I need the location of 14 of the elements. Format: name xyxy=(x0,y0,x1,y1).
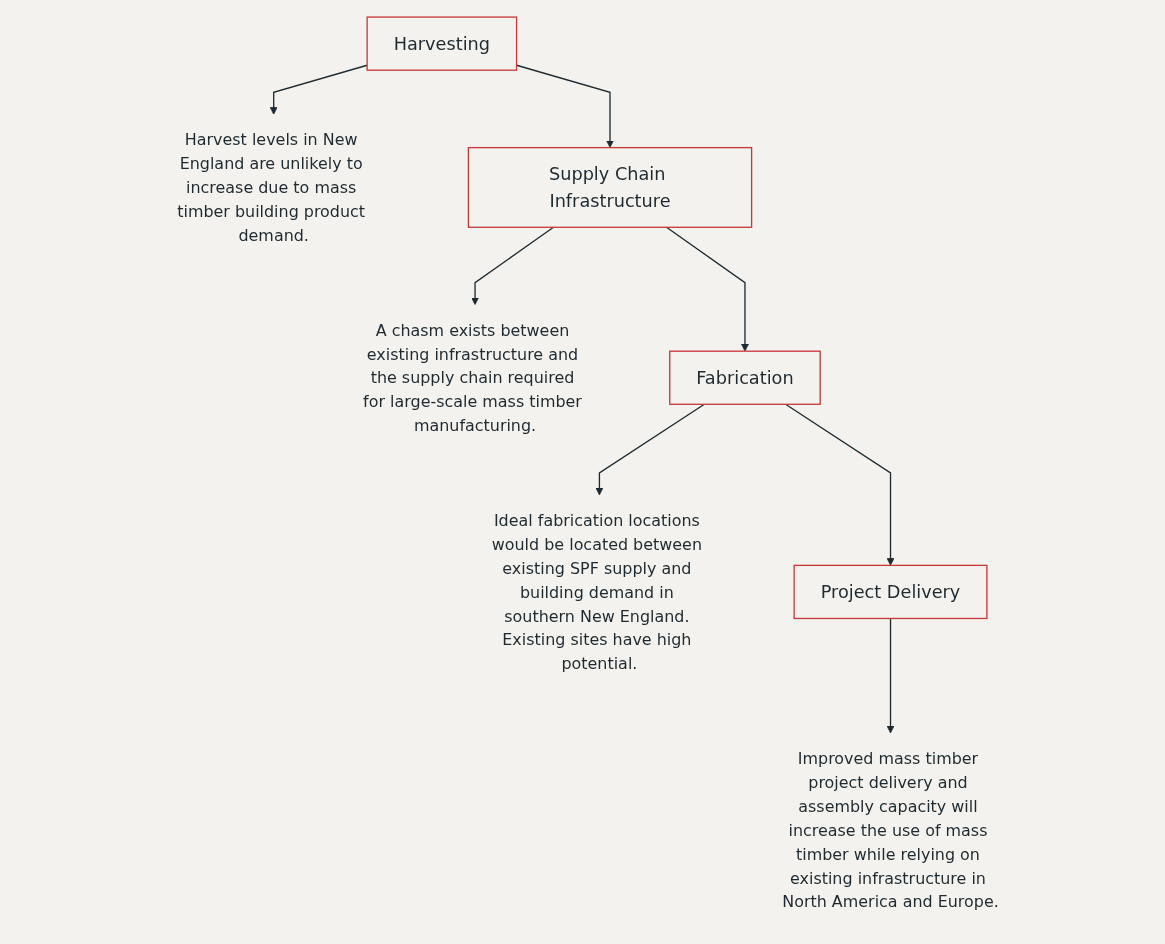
node-box xyxy=(669,350,822,405)
node-box xyxy=(366,16,518,71)
node-text: Harvest levels in New England are unlikely to increase due to mass timber building product demand. xyxy=(177,130,366,245)
node-text: A chasm exists between existing infrastructure and the supply chain required for large-scale mass timber manufacturing. xyxy=(363,320,583,435)
arrow xyxy=(666,226,750,352)
arrow xyxy=(595,403,706,496)
node-text: Ideal fabrication locations would be located between existing SPF supply and building demand in southern New England. Existing sites have high potential. xyxy=(492,510,703,673)
node-box xyxy=(468,146,753,228)
arrow xyxy=(516,64,615,148)
node-box xyxy=(793,564,988,620)
arrow xyxy=(887,617,895,734)
node-text: Improved mass timber project delivery and assembly capacity will increase the use of mass timber while relying on existing infrastructure in North America and Europe. xyxy=(782,749,1000,911)
arrow xyxy=(471,226,555,306)
arrow xyxy=(785,403,895,566)
